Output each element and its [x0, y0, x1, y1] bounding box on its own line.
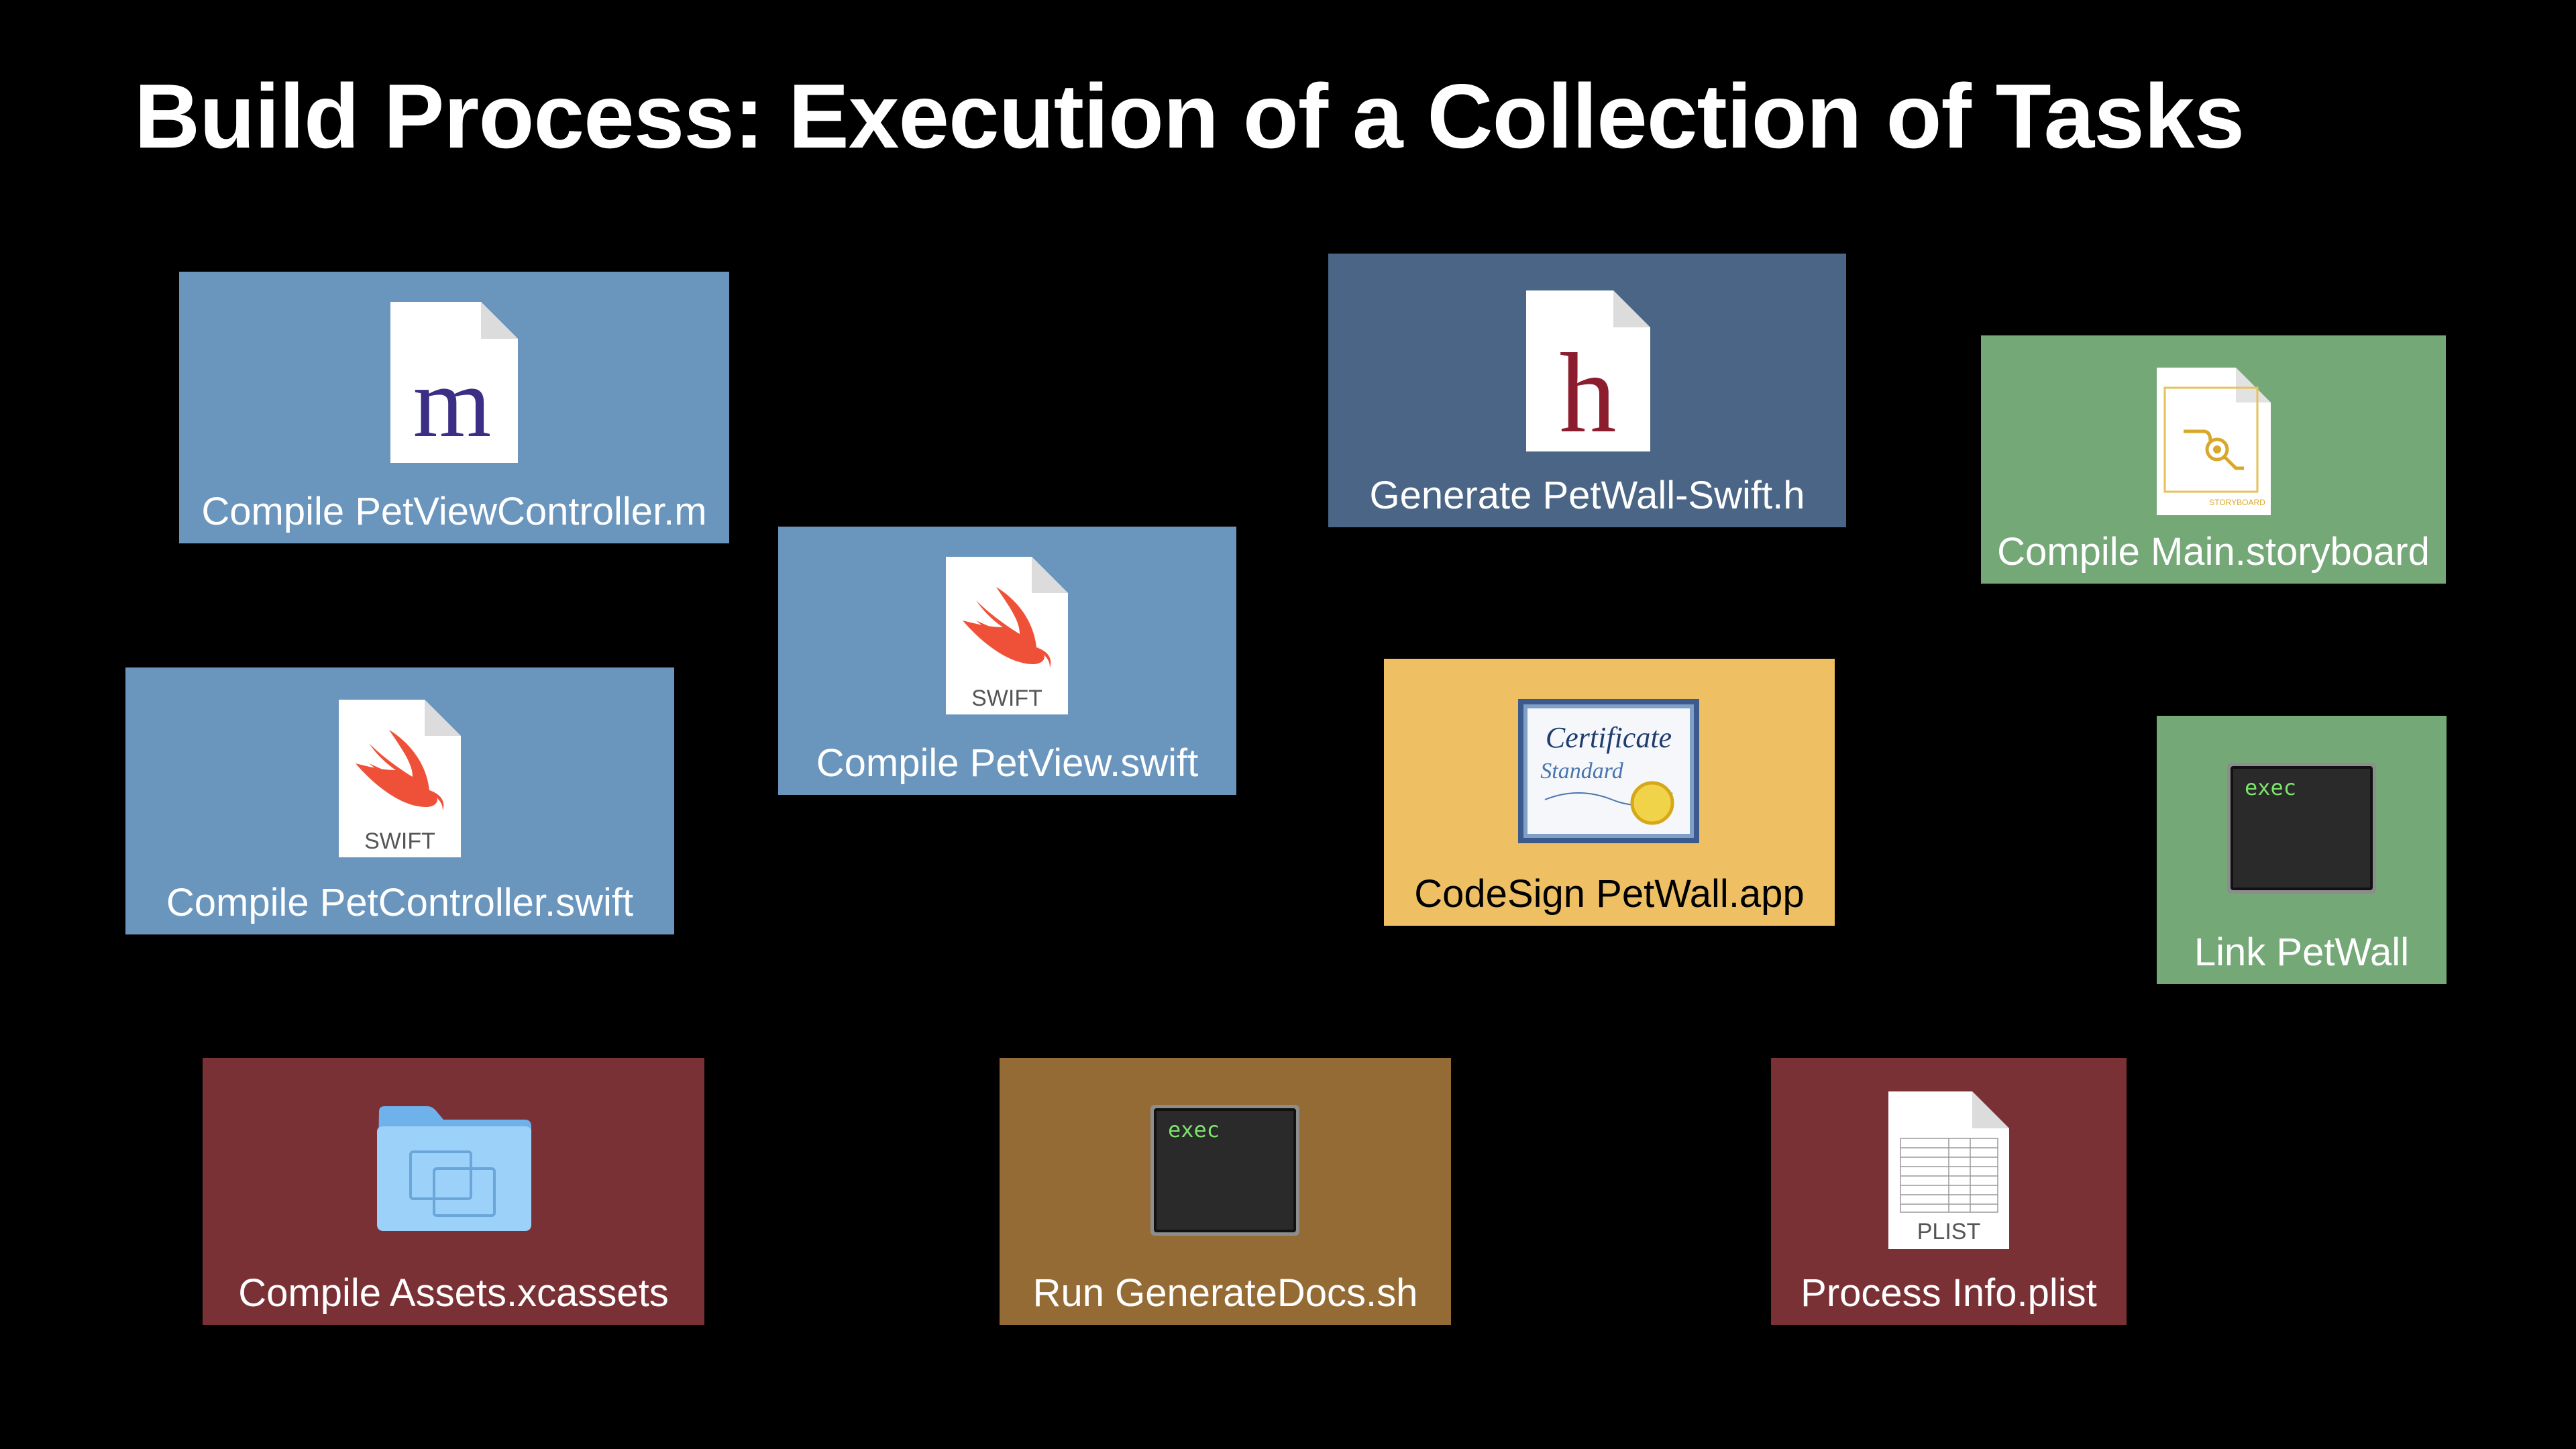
task-label: Compile Main.storyboard	[1997, 530, 2430, 574]
task-compile-petviewcontroller-m: m Compile PetViewController.m	[179, 272, 729, 543]
task-label: Run GenerateDocs.sh	[1032, 1271, 1418, 1315]
task-generate-petwall-swift-h: h Generate PetWall-Swift.h	[1328, 254, 1846, 527]
h-glyph: h	[1560, 330, 1617, 451]
folder-icon	[374, 1105, 535, 1232]
certificate-icon: Certificate Standard	[1518, 699, 1699, 843]
terminal-exec-icon: exec	[1150, 1105, 1299, 1236]
exec-text: exec	[2245, 775, 2296, 800]
task-codesign-petwall-app: Certificate Standard CodeSign PetWall.ap…	[1384, 659, 1835, 926]
storyboard-file-icon: STORYBOARD	[2157, 368, 2271, 515]
task-compile-assets-xcassets: Compile Assets.xcassets	[203, 1058, 704, 1325]
swift-badge: SWIFT	[971, 686, 1042, 711]
task-label: Compile PetController.swift	[166, 881, 634, 924]
task-run-generatedocs-sh: exec Run GenerateDocs.sh	[1000, 1058, 1451, 1325]
slide-title: Build Process: Execution of a Collection…	[134, 65, 2245, 167]
certificate-subtitle: Standard	[1540, 759, 1623, 784]
task-compile-petview-swift: SWIFT Compile PetView.swift	[778, 527, 1236, 795]
objc-m-file-icon: m	[390, 302, 518, 463]
certificate-title: Certificate	[1546, 721, 1672, 754]
task-compile-main-storyboard: STORYBOARD Compile Main.storyboard	[1981, 335, 2446, 584]
plist-badge: PLIST	[1917, 1219, 1980, 1244]
task-label: CodeSign PetWall.app	[1414, 872, 1805, 916]
terminal-exec-icon: exec	[2227, 763, 2376, 894]
task-process-info-plist: PLIST Process Info.plist	[1771, 1058, 2127, 1325]
task-label: Process Info.plist	[1801, 1271, 2097, 1315]
task-link-petwall: exec Link PetWall	[2157, 716, 2447, 984]
task-label: Compile PetViewController.m	[201, 490, 707, 533]
exec-text: exec	[1168, 1117, 1220, 1142]
task-label: Compile Assets.xcassets	[238, 1271, 669, 1315]
task-compile-petcontroller-swift: SWIFT Compile PetController.swift	[125, 667, 674, 934]
header-h-file-icon: h	[1526, 290, 1650, 451]
swift-badge: SWIFT	[364, 828, 435, 854]
m-glyph: m	[413, 347, 492, 458]
storyboard-badge: STORYBOARD	[2209, 498, 2265, 507]
plist-file-icon: PLIST	[1888, 1091, 2009, 1249]
swift-file-icon: SWIFT	[339, 700, 461, 857]
task-label: Compile PetView.swift	[816, 741, 1199, 785]
task-label: Generate PetWall-Swift.h	[1369, 474, 1805, 517]
swift-file-icon: SWIFT	[946, 557, 1068, 714]
task-label: Link PetWall	[2194, 930, 2410, 974]
